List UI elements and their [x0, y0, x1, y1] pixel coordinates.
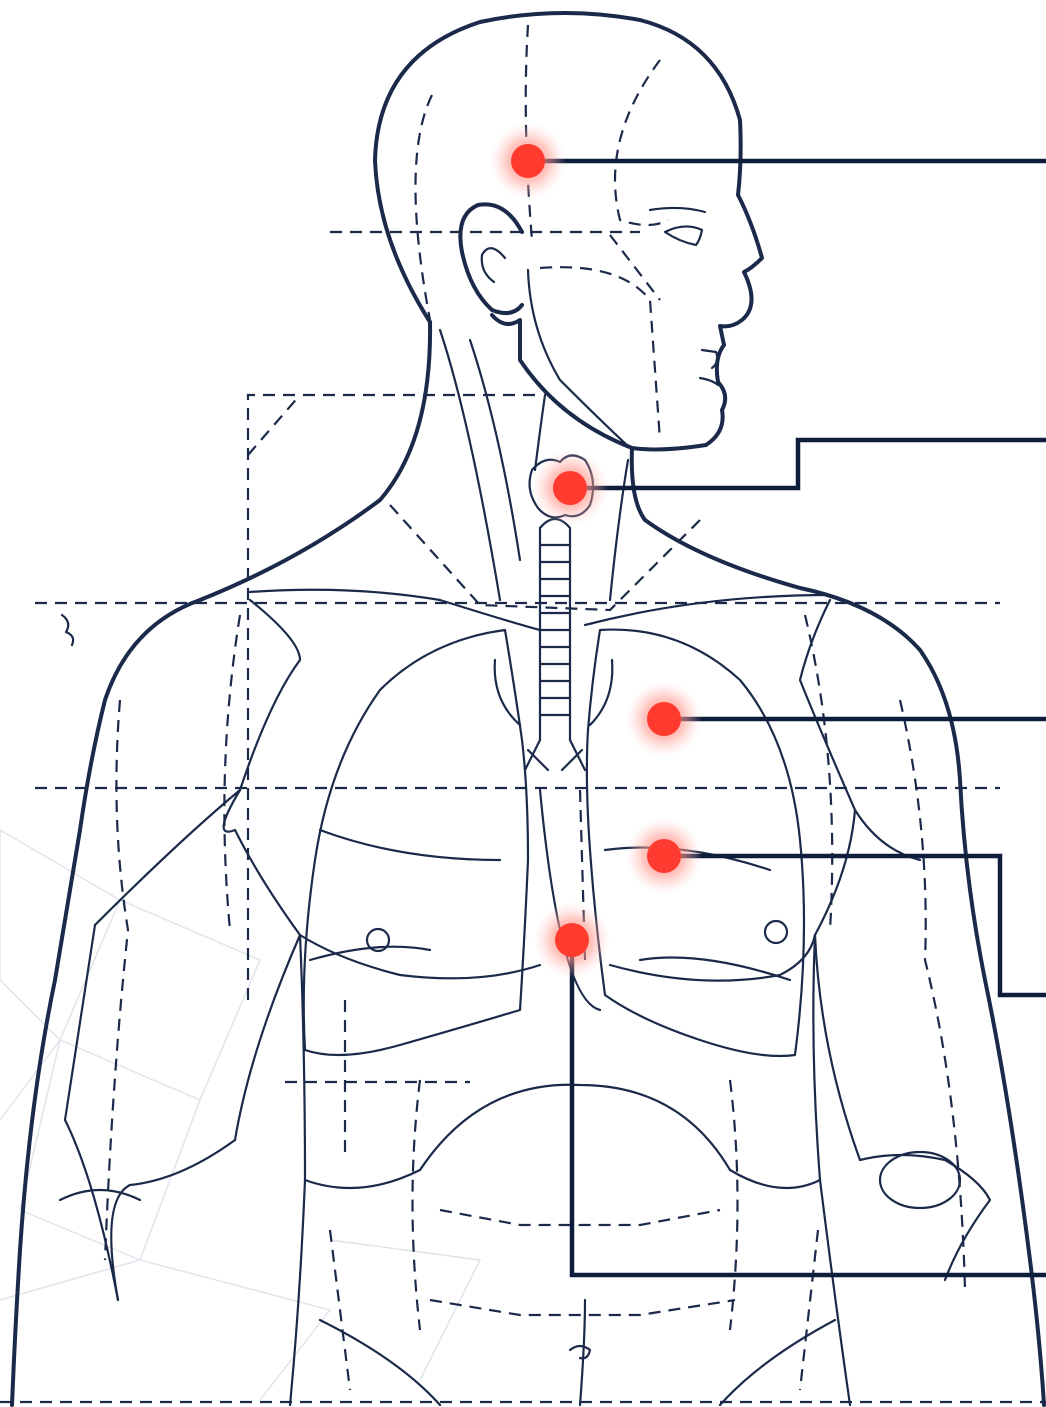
red-dot-marker — [511, 144, 545, 178]
marker-mid-chest — [626, 818, 702, 894]
marker-upper-chest — [626, 681, 702, 757]
red-dot-marker — [555, 923, 589, 957]
red-dot-marker — [647, 702, 681, 736]
marker-throat — [532, 450, 608, 526]
trachea-rings — [528, 545, 582, 770]
body-outline — [12, 13, 1044, 1405]
leader-line-mid-chest — [664, 856, 1046, 995]
leader-lines — [528, 161, 1046, 1275]
red-dot-marker — [553, 471, 587, 505]
marker-head — [490, 123, 566, 199]
marker-sternum — [534, 902, 610, 978]
red-dot-marker — [647, 839, 681, 873]
